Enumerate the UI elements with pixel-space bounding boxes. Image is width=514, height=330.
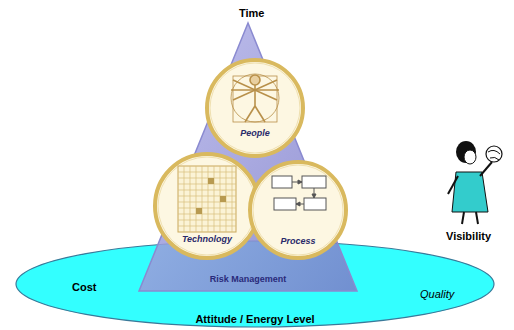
time-label: Time <box>239 7 264 19</box>
circle-outline <box>205 58 305 158</box>
node-text: Technology <box>153 234 261 244</box>
circle-shape <box>207 60 303 156</box>
technology-grid <box>178 166 236 232</box>
time-label-box: Time <box>239 3 264 21</box>
visibility-label: Visibility <box>446 230 491 242</box>
risk-triangle: Risk Management PeopleTechnologyProcess <box>138 22 358 292</box>
cost-label-box: Cost <box>72 277 96 295</box>
node-text: Attitude / Energy Level <box>15 313 495 326</box>
circle-inner-ring <box>210 63 300 153</box>
node-text: Risk Management <box>138 274 358 284</box>
quality-label-box: Quality <box>420 284 454 302</box>
people-circle: People <box>205 58 305 158</box>
process-circle: Process <box>248 160 348 260</box>
node-text: People <box>205 128 305 138</box>
cost-label: Cost <box>72 281 96 293</box>
woman-clipart <box>448 141 502 224</box>
quality-label: Quality <box>420 288 454 300</box>
triangle-shape <box>139 23 357 291</box>
visibility-label-box: Visibility <box>446 226 491 244</box>
node-text: Process <box>248 236 348 246</box>
